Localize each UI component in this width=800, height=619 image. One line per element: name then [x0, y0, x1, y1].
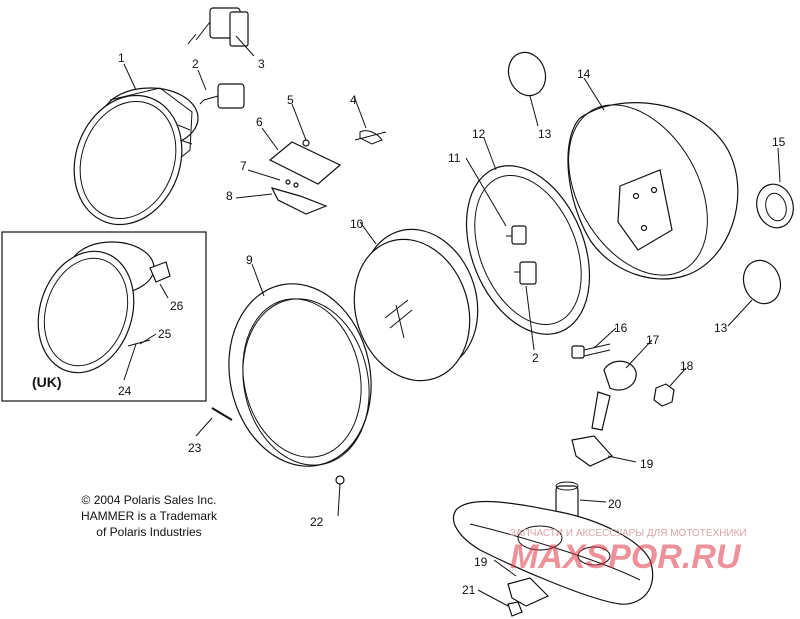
callout-26: 26	[170, 299, 184, 313]
callout-13-lower: 13	[714, 321, 728, 335]
callout-5: 5	[287, 93, 294, 107]
callout-20: 20	[608, 497, 622, 511]
callout-7: 7	[240, 159, 247, 173]
callout-labels: 1 2 3 4 5 6 7 8 9 10 11 12 13 13 14 15 1…	[32, 51, 786, 597]
callout-8: 8	[226, 189, 233, 203]
callout-9: 9	[246, 253, 253, 267]
part-lower-bushing	[507, 577, 550, 607]
callout-25: 25	[158, 327, 172, 341]
copyright-line-2: HAMMER is a Trademark	[80, 509, 218, 523]
watermark: ЗАПЧАСТИ И АКСЕССУАРЫ ДЛЯ МОТОТЕХНИКИ MA…	[510, 528, 747, 576]
copyright-block: © 2004 Polaris Sales Inc. HAMMER is a Tr…	[64, 492, 234, 540]
callout-18: 18	[680, 359, 694, 373]
callout-19-upper: 19	[640, 457, 654, 471]
callout-17: 17	[646, 333, 660, 347]
uk-inset	[1, 231, 207, 402]
part-fastener-small	[507, 601, 523, 617]
part-nut	[653, 383, 675, 407]
part-screw	[211, 407, 233, 421]
part-mount-plate	[465, 165, 591, 335]
callout-24: 24	[118, 384, 132, 398]
callout-12: 12	[472, 127, 486, 141]
callout-13-upper: 13	[538, 127, 552, 141]
part-plug-upper	[507, 51, 547, 97]
watermark-tagline: ЗАПЧАСТИ И АКСЕССУАРЫ ДЛЯ МОТОТЕХНИКИ	[510, 528, 747, 539]
callout-1: 1	[118, 51, 125, 65]
callout-22: 22	[310, 515, 324, 529]
part-bushing	[571, 435, 613, 467]
callout-6: 6	[256, 115, 263, 129]
part-headlamp-assembly	[73, 87, 199, 226]
callout-14: 14	[577, 67, 591, 81]
callout-16: 16	[614, 321, 628, 335]
callout-10: 10	[350, 217, 364, 231]
part-trim-ring	[228, 283, 372, 467]
part-clip	[354, 130, 387, 145]
copyright-line-3: of Polaris Industries	[96, 525, 202, 539]
part-sealed-beam	[353, 228, 479, 382]
callout-2: 2	[192, 57, 199, 71]
part-housing-bucket	[567, 102, 739, 280]
part-mount-arm	[591, 360, 637, 431]
watermark-logo: MAXSPOR.RU	[510, 538, 742, 576]
callout-11: 11	[448, 151, 461, 165]
callout-19-lower: 19	[474, 555, 488, 569]
part-triple-clamp	[452, 500, 654, 605]
callout-4: 4	[350, 93, 357, 107]
part-plug-lower	[742, 259, 782, 305]
part-bulb-h4	[187, 7, 249, 109]
callout-3: 3	[258, 57, 265, 71]
part-nut-small	[335, 475, 345, 485]
callout-2-lower: 2	[532, 351, 539, 365]
part-grommet	[756, 183, 794, 229]
part-mount-bracket	[268, 139, 342, 215]
leader-lines	[123, 35, 781, 607]
inset-label-uk: (UK)	[32, 374, 62, 390]
callout-21: 21	[462, 583, 476, 597]
part-bolt	[571, 343, 611, 359]
copyright-line-1: © 2004 Polaris Sales Inc.	[81, 493, 217, 507]
callout-15: 15	[772, 135, 786, 149]
callout-23: 23	[188, 441, 202, 455]
